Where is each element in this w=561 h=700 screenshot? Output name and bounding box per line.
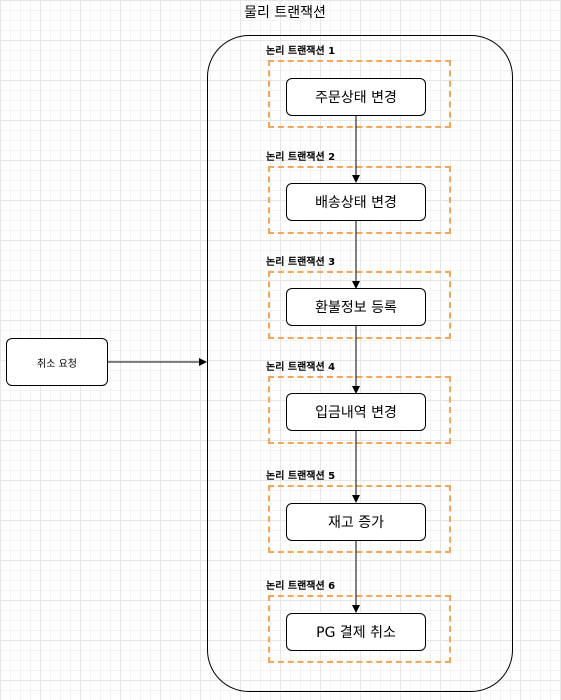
logical-transaction-label-4: 논리 트랜잭션 4 [266,362,336,373]
logical-transaction-group-2 [268,166,451,234]
step-box-refund-info[interactable]: 환불정보 등록 [286,288,426,326]
logical-transaction-group-5 [268,485,451,553]
step-box-order-status[interactable]: 주문상태 변경 [286,78,426,116]
logical-transaction-label-2: 논리 트랜잭션 2 [266,152,336,163]
logical-transaction-label-6: 논리 트랜잭션 6 [266,581,336,592]
logical-transaction-label-3: 논리 트랜잭션 3 [266,257,336,268]
step-box-stock-increase[interactable]: 재고 증가 [286,503,426,541]
physical-transaction-container [207,35,513,692]
logical-transaction-label-5: 논리 트랜잭션 5 [266,471,336,482]
step-box-delivery-status[interactable]: 배송상태 변경 [286,183,426,221]
logical-transaction-group-6 [268,595,451,663]
logical-transaction-group-3 [268,271,451,339]
cancel-request-box[interactable]: 취소 요청 [6,338,108,386]
physical-transaction-title: 물리 트랜잭션 [244,5,326,21]
step-box-deposit-history[interactable]: 입금내역 변경 [286,393,426,431]
logical-transaction-group-4 [268,376,451,444]
step-box-pg-cancel[interactable]: PG 결제 취소 [286,613,426,651]
logical-transaction-label-1: 논리 트랜잭션 1 [266,46,336,57]
logical-transaction-group-1 [268,60,451,128]
